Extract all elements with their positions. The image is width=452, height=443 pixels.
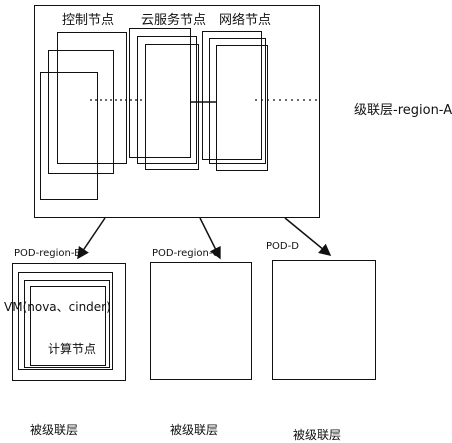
region-a-label: 级联层-region-A (354, 103, 452, 118)
cloud-node-box-3 (145, 44, 199, 170)
pod-d-layer-label: 被级联层 (293, 428, 342, 442)
control-node-box-3 (40, 72, 98, 200)
pod-b-container (12, 263, 126, 381)
pod-b-layer-label: 被级联层 (30, 423, 79, 437)
arrow-to-pod-c (199, 217, 221, 260)
network-node-box-1 (202, 31, 262, 160)
arrow-to-pod-b (77, 217, 106, 260)
cloud-node-box-1 (129, 28, 191, 158)
cloud-node-box-2 (137, 36, 197, 164)
pod-d-container (272, 260, 376, 380)
vm-label: VM(nova、cinder) (4, 300, 111, 314)
network-node-label: 网络节点 (219, 13, 272, 28)
vm-box-2 (24, 280, 110, 368)
vm-box-1 (18, 272, 113, 370)
pod-b-label: POD-region-B (14, 248, 81, 259)
control-node-box-2 (48, 50, 114, 174)
pod-c-container (150, 262, 252, 380)
control-node-box-1 (57, 32, 127, 164)
vm-box-3 (30, 286, 106, 366)
pod-c-layer-label: 被级联层 (170, 423, 219, 437)
region-a-container (34, 5, 320, 218)
control-node-label: 控制节点 (62, 13, 115, 28)
arrow-to-pod-d (284, 217, 332, 256)
cloud-node-label: 云服务节点 (141, 13, 207, 28)
network-node-box-2 (209, 38, 266, 164)
compute-node-label: 计算节点 (48, 342, 97, 356)
network-node-box-3 (216, 45, 268, 171)
pod-d-label: POD-D (266, 241, 299, 252)
pod-c-label: POD-region-C (152, 248, 220, 259)
